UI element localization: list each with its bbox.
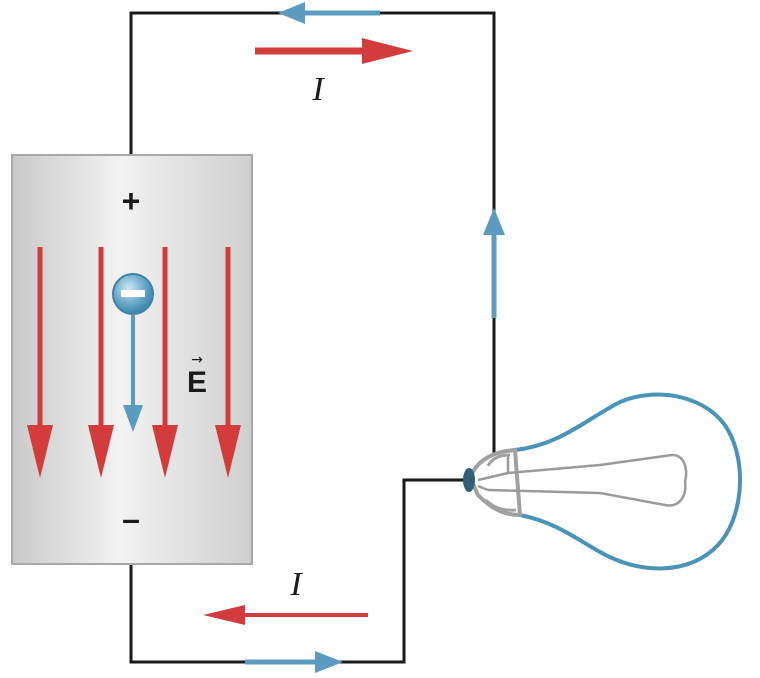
field-vector-arrow: → [191,352,203,368]
electron-icon [112,273,154,315]
positive-terminal-label: + [122,183,141,219]
field-arrow [152,247,178,478]
current-arrow-bottom [203,605,368,625]
negative-terminal-label: – [122,501,140,537]
current-label-top: I [311,71,325,108]
bulb-base [467,447,523,518]
electron-flow-arrow-top [278,2,380,24]
electron-force-arrow [123,315,143,432]
light-bulb-icon [463,392,743,571]
current-label-bottom: I [289,566,303,603]
bottom-wire [129,478,465,664]
field-arrow [88,247,114,478]
field-arrow [215,247,241,478]
bulb-contact [463,468,475,492]
field-symbol: E [187,366,207,399]
field-label: → E [187,352,207,399]
electron-flow-arrow-right [483,208,505,318]
field-arrow [27,247,53,478]
current-arrow-top [255,38,413,64]
electron-flow-arrow-bottom [245,651,343,673]
battery-icon: + – [11,154,253,565]
bulb-glass [514,392,743,571]
bulb-filament [477,453,688,507]
electric-field-arrows [27,247,241,478]
